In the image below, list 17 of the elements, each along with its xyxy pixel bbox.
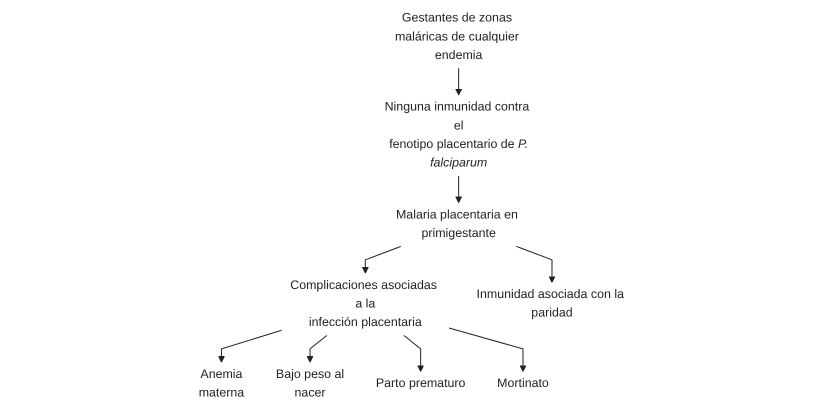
arrow (306, 334, 328, 363)
node-text: Gestantes de zonas maláricas de cualquier endemia (394, 12, 519, 62)
arrow (403, 334, 424, 372)
arrow (448, 328, 526, 372)
arrow (218, 330, 282, 363)
node-text: Parto prematuro (376, 377, 466, 390)
arrow (362, 246, 402, 274)
arrow (455, 176, 462, 204)
arrow (516, 246, 556, 283)
node-text: Malaria placentaria en primigestante (396, 208, 518, 240)
node-text: Complicaciones asociadas a la infección placentaria (290, 278, 437, 330)
arrow (455, 68, 462, 96)
node-text: Mortinato (497, 377, 549, 390)
node-text: Inmunidad asociada con la paridad (476, 288, 624, 320)
node-text: Ninguna inmunidad contra el fenotipo placentario de P. falciparum (384, 100, 530, 170)
node-text: Anemia materna (198, 368, 244, 400)
node-text: Bajo peso al nacer (276, 368, 344, 400)
